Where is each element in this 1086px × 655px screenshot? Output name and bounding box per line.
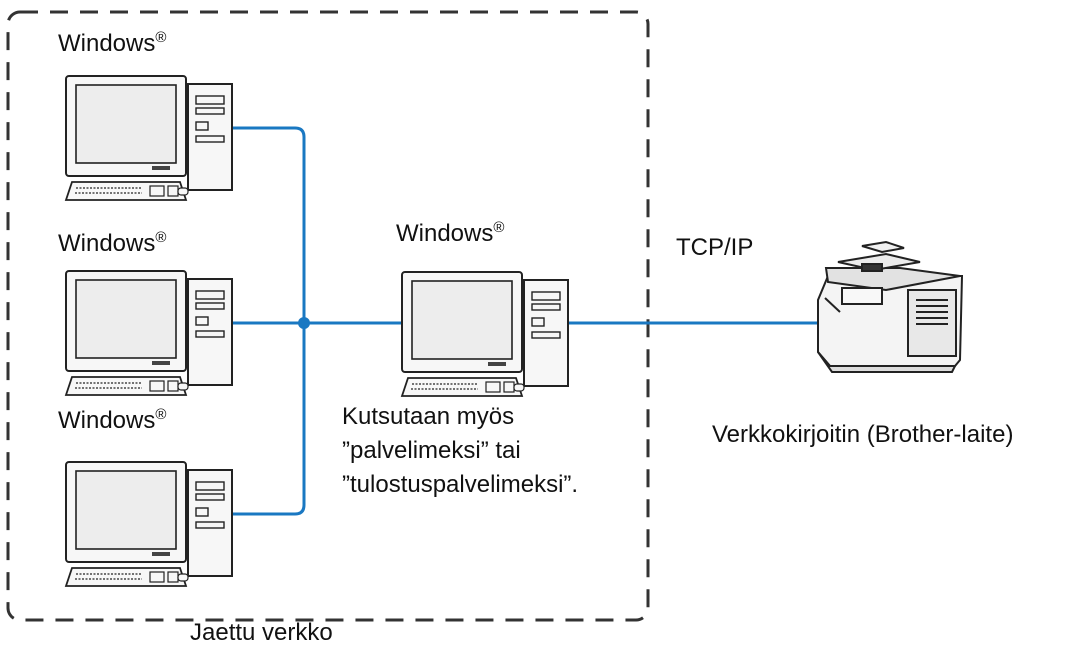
os-name: Windows bbox=[58, 230, 156, 257]
printer-caption: Verkkokirjoitin (Brother-laite) bbox=[712, 421, 1014, 448]
server-os-label: Windows® bbox=[396, 219, 504, 249]
client-3-link bbox=[230, 323, 306, 516]
network-links bbox=[230, 126, 820, 516]
server-note: Kutsutaan myös ”palvelimeksi” tai ”tulos… bbox=[342, 400, 578, 502]
registered-mark: ® bbox=[493, 219, 505, 236]
client-computer-2 bbox=[65, 270, 233, 396]
client-computer-1 bbox=[65, 75, 233, 201]
shared-network-boundary bbox=[6, 10, 650, 622]
os-name: Windows bbox=[396, 220, 494, 247]
server-note-line-3: ”tulostuspalvelimeksi”. bbox=[342, 471, 579, 498]
registered-mark: ® bbox=[155, 406, 167, 423]
network-junction bbox=[298, 317, 310, 329]
network-caption: Jaettu verkko bbox=[190, 619, 333, 646]
client-computer-3 bbox=[65, 461, 233, 587]
client-1-os-label: Windows® bbox=[58, 29, 166, 59]
server-computer bbox=[401, 271, 569, 397]
server-note-line-2: ”palvelimeksi” tai bbox=[342, 437, 521, 464]
registered-mark: ® bbox=[155, 29, 167, 46]
os-name: Windows bbox=[58, 407, 156, 434]
multifunction-printer-icon bbox=[817, 240, 964, 373]
client-2-os-label: Windows® bbox=[58, 229, 166, 259]
client-1-link bbox=[230, 126, 306, 323]
protocol-label: TCP/IP bbox=[676, 234, 754, 261]
server-note-line-1: Kutsutaan myös bbox=[342, 403, 515, 430]
os-name: Windows bbox=[58, 30, 156, 57]
client-3-os-label: Windows® bbox=[58, 406, 166, 436]
registered-mark: ® bbox=[155, 229, 167, 246]
